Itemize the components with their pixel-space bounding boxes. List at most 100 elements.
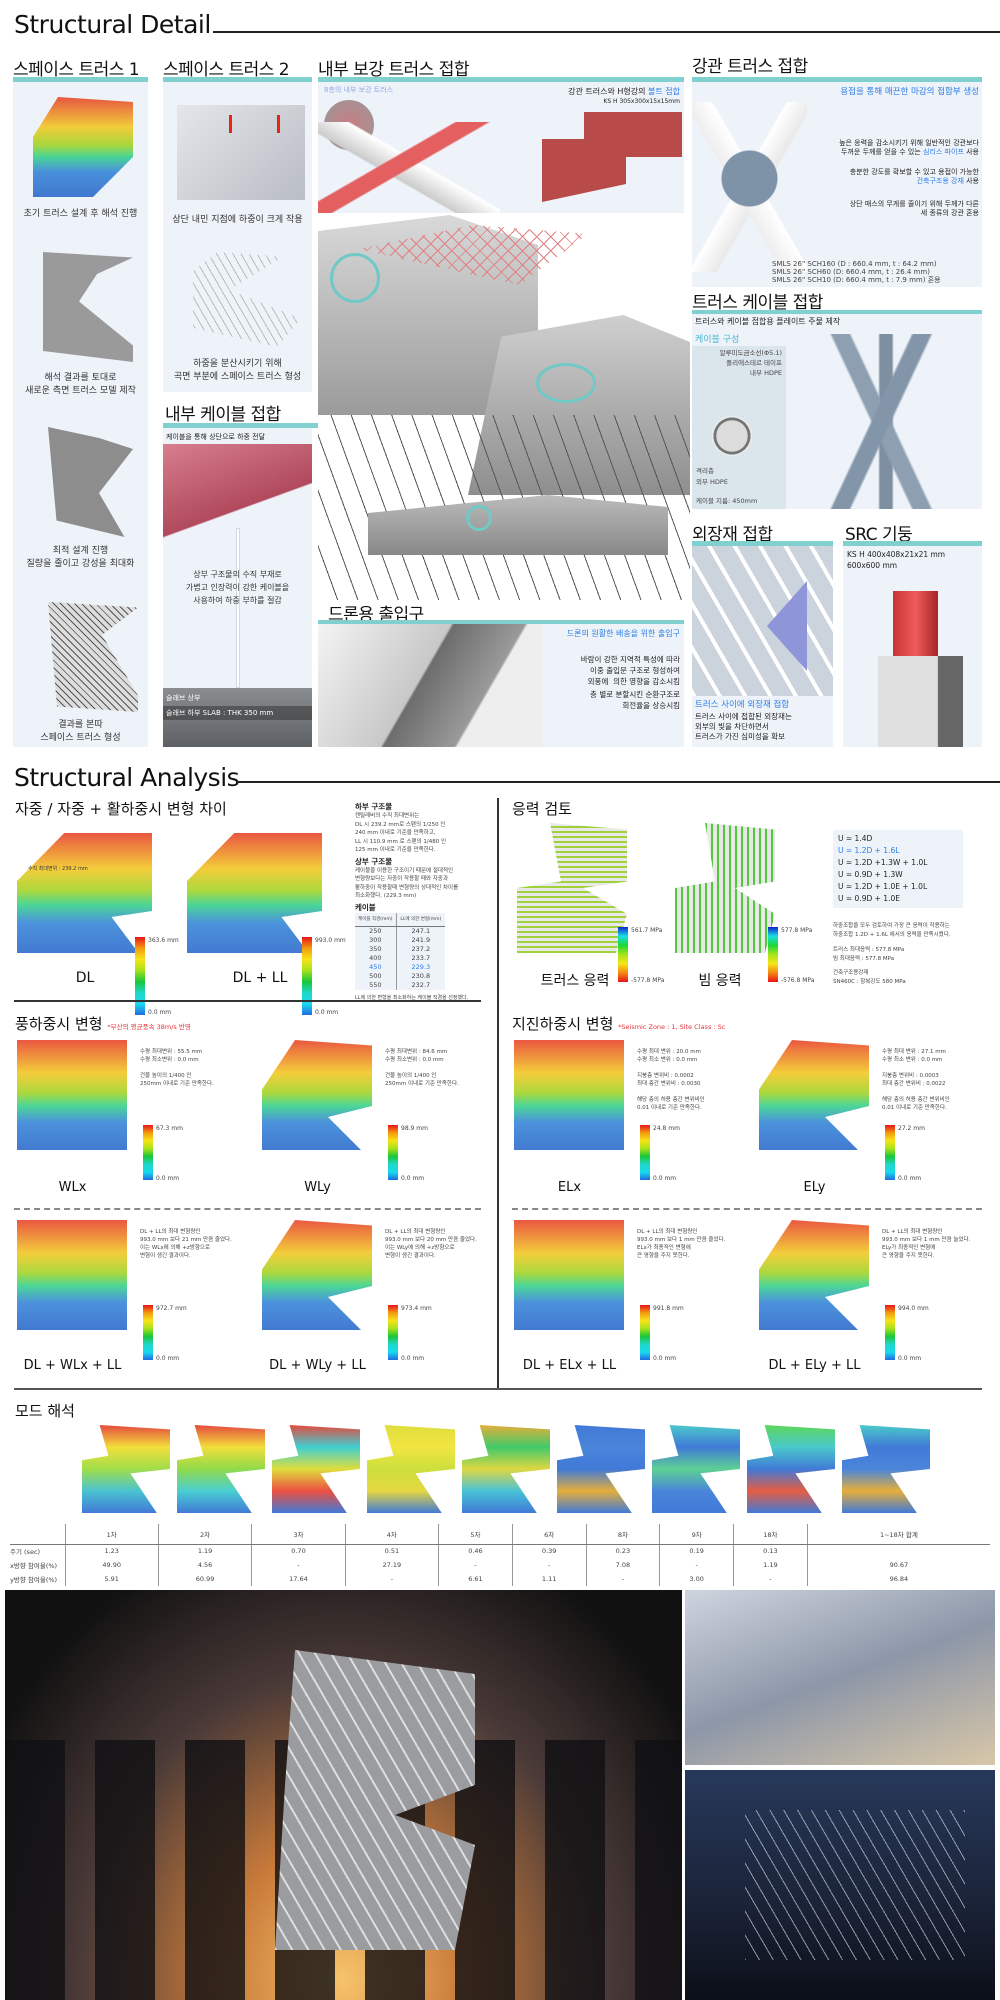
case-description: 수평 최대 변위 : 27.1 mm 수평 최소 변위 : 0.0 mm 지붕층… [882,1049,950,1111]
pipe-note-1: 높은 응력을 감소시키기 위해 일반적인 강관보다 두꺼운 두께를 얻을 수 있… [839,139,979,157]
seismic-case: 수평 최대 변위 : 20.0 mm 수평 최소 변위 : 0.0 mm 지붕층… [512,1040,752,1210]
cable-plate-joint-render [786,334,982,509]
combo: U = 1.2D +1.3W + 1.0L [838,858,928,867]
case-label: DL + WLx + LL [23,1358,122,1373]
cable-title: 케이블 [355,902,376,912]
drone-body-1: 바람이 강한 지역적 특성에 따라 이중 출입문 구조로 형성하여 외풍에 의한… [580,655,680,686]
drone-body-2: 층 별로 분할시킨 순환구조로 회전율을 상승시킴 [590,690,680,710]
table-cell: 0.46 [438,1544,513,1558]
heading-self-weight: 자중 / 자중 + 활하중시 변형 차이 [15,800,227,818]
section-divider [14,1000,481,1002]
heading-underline [318,620,684,625]
inner-cable-panel: 케이블을 통해 상단으로 하중 전달 상부 구조물의 수직 부재로 가볍고 인장… [163,428,312,747]
case-description: 수평 최대변위 : 55.5 mm 수평 최소변위 : 0.0 mm 건물 높이… [140,1049,214,1087]
vertical-divider [497,798,499,1388]
case-description: DL + LL의 최대 변형량인 993.0 mm 보다 1 mm 만큼 줄었다… [637,1229,726,1259]
subtitle: 케이블을 통해 상단으로 하중 전달 [166,433,266,441]
space-truss-shape [48,602,138,712]
table-cell: - [251,1558,346,1572]
heading-underline [692,541,833,546]
upper-structure-body: 케이블을 이용한 구조이기 때문에 절대적인 변형량보다는 자중이 작용할 때와… [355,867,459,900]
wind-case: DL + LL의 최대 변형량인 993.0 mm 보다 20 mm 만큼 줄었… [260,1220,500,1390]
heading-underline [318,77,684,82]
facade-joint-render [692,546,833,696]
layer-label: 격리층 [696,467,714,475]
text: 사용 [963,177,979,185]
heading-space-truss-1: 스페이스 트러스 1 [13,60,140,80]
slab-bottom-label: 슬래브 하부 SLAB : THK 350 mm [163,706,312,720]
row-header: 주기 (sec) [10,1548,41,1557]
bolt-title-text: 강관 트러스와 H형강의 [568,87,649,96]
stress-note-1: 하중조합을 모두 검토하여 가장 큰 응력이 작용하는 하중조합 1.2D + … [833,923,951,938]
src-panel: KS H 400x408x21x21 mm 600x600 mm [843,546,982,747]
legend-min: 0.0 mm [148,1009,172,1016]
highlight-text: 건축구조용 강재 [916,177,964,185]
legend-min: 0.0 mm [156,1175,180,1182]
legend-max: 27.2 mm [898,1125,925,1132]
legend-max: 973.4 mm [401,1305,432,1312]
table-cell: 300 [369,936,382,944]
side-truss-model [43,252,133,362]
pipe-note-3: 상단 매스의 무게를 줄이기 위해 두께가 다른 세 종류의 강관 혼용 [849,200,979,217]
upper-structure-title: 상부 구조물 [355,856,393,866]
case-label: DL + ELy + LL [768,1358,861,1373]
table-row: 300 241.9 [355,935,445,945]
wind-case: 수평 최대변위 : 84.6 mm 수평 최소변위 : 0.0 mm 건물 높이… [260,1040,500,1210]
callout-circle [330,253,380,303]
heading-text: 풍하중시 변형 [15,1015,103,1033]
spec-line: SMLS 26" SCH160 (D : 660.4 mm, t : 64.2 … [772,260,937,268]
table-cell: 350 [369,945,382,953]
h-steel-core [893,591,938,661]
table-cell: 1.19 [733,1558,808,1572]
case-label: DL + WLy + LL [269,1358,366,1373]
heading-src-column: SRC 기둥 [845,525,913,545]
facade-panel: 트러스 사이에 외장재 접합 트러스 사이에 접합된 외장재는 외부의 빛을 차… [692,546,833,747]
column-header [10,1524,65,1545]
truss-cable-subtitle: 트러스와 케이블 접합용 플레이트 주물 제작 [695,317,841,326]
column-header: 5차 [438,1524,513,1545]
dashed-divider [14,1208,481,1210]
inset-label: 8층의 내부 보강 트러스 [324,86,394,94]
caption: 최적 설계 진행 질량을 줄이고 강성을 최대화 [26,546,135,569]
table-cell [806,1544,990,1558]
dl-deformation-render [17,833,152,953]
label-dl-ll: DL + LL [232,970,288,986]
pipe-truss-panel: 용접을 통해 매끈한 마감의 접합부 생성 높은 응력을 감소시키기 위해 일반… [692,82,982,287]
lower-structure-body: 캔틸레버의 수직 최대변위는 DL 시 239.2 mm로 스팬의 1/250 … [355,813,447,853]
table-cell: 241.9 [395,935,445,945]
legend-max: 577.8 MPa [781,927,813,934]
heading-underline [163,423,318,428]
table-cell: - [659,1558,734,1572]
mode-shape-render [272,1425,360,1513]
truss-canopy [745,1810,965,1960]
mode-shape-render [747,1425,835,1513]
callout-circle [466,505,492,531]
column-header: 4차 [344,1524,439,1545]
section-divider [14,1388,982,1390]
table-cell: 0.70 [251,1544,346,1558]
title-rule [213,31,1000,33]
table-cell: - [733,1572,808,1586]
layer-label: 폴리에스테르 테이프 [726,359,782,367]
table-cell: 60.99 [157,1572,252,1586]
label-beam-stress: 빔 응력 [698,973,742,989]
combo: U = 0.9D + 1.3W [838,870,903,879]
legend-max: 67.3 mm [156,1125,183,1132]
table-cell: 1.23 [64,1544,159,1558]
drone-entrance-render [318,624,543,747]
table-cell: 229.3 [395,962,445,972]
table-cell: 450 [369,963,382,971]
table-cell: 400 [369,954,382,962]
table-cell: 0.13 [733,1544,808,1558]
bolt-title-highlight: 볼트 접합 [648,87,680,96]
combo: U = 0.9D + 1.0E [838,894,900,903]
contour-legend: 577.8 MPa -576.8 MPa [768,927,814,984]
bolt-joint-title: 강관 트러스와 H형강의 볼트 접합 [568,86,680,97]
mode-shape-render [367,1425,455,1513]
pipe-h-beam-render [318,122,500,213]
legend-min: -576.8 MPa [781,977,815,984]
